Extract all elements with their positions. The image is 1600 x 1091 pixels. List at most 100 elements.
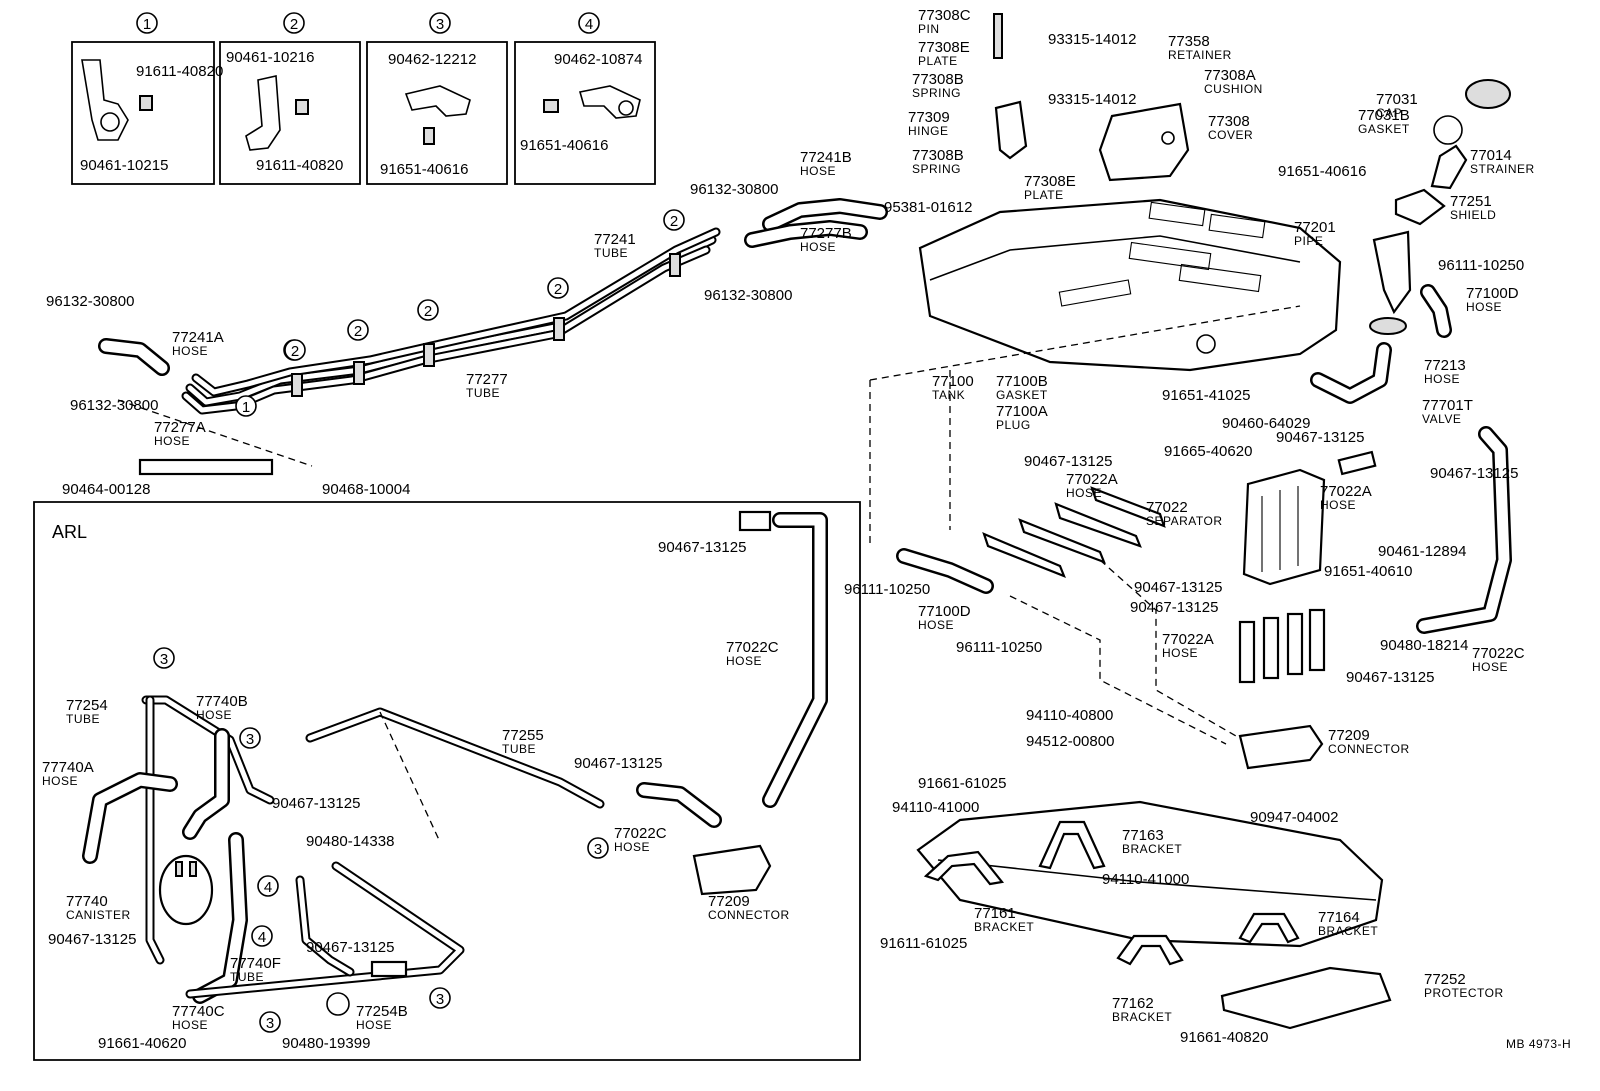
callout-labels: 77308CPIN77308EPLATE77308BSPRING77309HIN… <box>42 7 1534 1052</box>
callout-part-number: 77740C <box>172 1003 225 1020</box>
reference-mark-number: 3 <box>160 651 168 668</box>
callout-part-name: PIPE <box>1294 234 1323 248</box>
callout-part-number: 90467-13125 <box>658 539 746 556</box>
callout-part-number: 91651-40610 <box>1324 563 1412 580</box>
inset-1-number: 1 <box>143 16 151 33</box>
callout-part-number: 90464-00128 <box>62 481 150 498</box>
callout-part-name: HOSE <box>1320 498 1356 512</box>
callout-part-name: HOSE <box>1472 660 1508 674</box>
drawing-code: MB 4973-H <box>1506 1037 1571 1051</box>
callout-part-number: 77308E <box>918 39 970 56</box>
callout-part-number: 77358 <box>1168 33 1210 50</box>
inset-2-number: 2 <box>290 16 298 33</box>
callout-part-number: 94110-40800 <box>1026 707 1113 724</box>
callout-part-name: HOSE <box>1066 486 1102 500</box>
arl-box: ARL <box>33 501 861 1061</box>
reference-mark-number: 4 <box>264 879 272 896</box>
callout-part-name: PLUG <box>996 418 1031 432</box>
reference-mark-circle <box>663 209 685 231</box>
callout-part-name: HOSE <box>800 240 836 254</box>
callout-part-number: 77241B <box>800 149 852 166</box>
reference-mark-circle <box>153 647 175 669</box>
callout-part-number: 77277B <box>800 225 852 242</box>
inset-1-part-b: 90461-10215 <box>80 157 168 174</box>
inset-4-number: 4 <box>585 16 593 33</box>
reference-mark-circle <box>417 299 439 321</box>
reference-mark-circle <box>587 837 609 859</box>
callout-part-name: CONNECTOR <box>708 908 790 922</box>
filler-components <box>993 13 1511 404</box>
callout-part-name: HOSE <box>1466 300 1502 314</box>
callout-part-number: 93315-14012 <box>1048 91 1136 108</box>
callout-part-number: 77251 <box>1450 193 1492 210</box>
callout-part-number: 77254 <box>66 697 108 714</box>
callout-part-name: TUBE <box>230 970 264 984</box>
callout-part-number: 94110-41000 <box>1102 871 1189 888</box>
reference-mark-circle <box>251 925 273 947</box>
callout-part-number: 90467-13125 <box>1430 465 1518 482</box>
reference-mark-number: 3 <box>436 991 444 1008</box>
callout-part-name: HOSE <box>1162 646 1198 660</box>
callout-part-name: BRACKET <box>1122 842 1182 856</box>
callout-part-number: 90468-10004 <box>322 481 410 498</box>
callout-part-name: PLATE <box>1024 188 1064 202</box>
callout-part-number: 77308B <box>912 147 964 164</box>
callout-part-name: BRACKET <box>1112 1010 1172 1024</box>
reference-mark-number: 2 <box>291 343 299 360</box>
callout-part-number: 77209 <box>708 893 750 910</box>
callout-part-number: 90460-64029 <box>1222 415 1310 432</box>
inset-3-part-b: 91651-40616 <box>380 161 468 178</box>
callout-part-number: 96132-30800 <box>46 293 134 310</box>
lower-tank-brackets <box>916 800 1392 1030</box>
inset-2: 2 90461-10216 91611-40820 <box>219 12 361 185</box>
callout-part-name: BRACKET <box>974 920 1034 934</box>
callout-part-number: 77100D <box>918 603 971 620</box>
callout-part-name: PIN <box>918 22 940 36</box>
callout-part-number: 90480-18214 <box>1380 637 1468 654</box>
callout-part-number: 77308 <box>1208 113 1250 130</box>
reference-mark-circle <box>284 339 306 361</box>
callout-part-number: 77162 <box>1112 995 1154 1012</box>
reference-mark-circle <box>257 875 279 897</box>
callout-part-number: 96132-30800 <box>704 287 792 304</box>
callout-part-number: 90480-19399 <box>282 1035 370 1052</box>
callout-part-name: HOSE <box>614 840 650 854</box>
callout-part-name: GASKET <box>1358 122 1410 136</box>
callout-part-number: 77100A <box>996 403 1048 420</box>
callout-part-number: 91651-41025 <box>1162 387 1250 404</box>
callout-part-number: 90480-14338 <box>306 833 394 850</box>
callout-part-number: 77100B <box>996 373 1048 390</box>
callout-part-number: 77701T <box>1422 397 1473 414</box>
callout-part-number: 77022A <box>1066 471 1118 488</box>
callout-part-name: HOSE <box>356 1018 392 1032</box>
callout-part-number: 77309 <box>908 109 950 126</box>
callout-part-number: 77201 <box>1294 219 1336 236</box>
reference-mark-number: 2 <box>670 213 678 230</box>
inset-4: 4 90462-10874 91651-40616 <box>514 12 656 185</box>
callout-part-name: RETAINER <box>1168 48 1232 62</box>
reference-mark-number: 3 <box>266 1015 274 1032</box>
reference-mark-circle <box>547 277 569 299</box>
inset-3-part-a: 90462-12212 <box>388 51 476 68</box>
callout-part-number: 90947-04002 <box>1250 809 1338 826</box>
callout-part-number: 77031 <box>1376 91 1418 108</box>
callout-part-number: 94110-41000 <box>892 799 979 816</box>
fuel-tank <box>918 198 1342 372</box>
callout-part-number: 77022A <box>1162 631 1214 648</box>
reference-mark-number: 1 <box>242 399 250 416</box>
callout-part-name: CAP <box>1376 106 1402 120</box>
callout-part-name: HOSE <box>196 708 232 722</box>
callout-part-number: 90467-13125 <box>1130 599 1218 616</box>
inset-2-part-b: 91611-40820 <box>256 157 343 174</box>
callout-part-name: HOSE <box>918 618 954 632</box>
callout-part-name: PLATE <box>918 54 958 68</box>
inset-4-part-b: 91651-40616 <box>520 137 608 154</box>
callout-part-name: HOSE <box>726 654 762 668</box>
callout-part-name: PROTECTOR <box>1424 986 1504 1000</box>
callout-part-name: TUBE <box>66 712 100 726</box>
callout-part-number: 77213 <box>1424 357 1466 374</box>
callout-part-number: 77100 <box>932 373 974 390</box>
callout-part-number: 77241A <box>172 329 224 346</box>
callout-part-name: CANISTER <box>66 908 131 922</box>
callout-part-number: 77241 <box>594 231 636 248</box>
